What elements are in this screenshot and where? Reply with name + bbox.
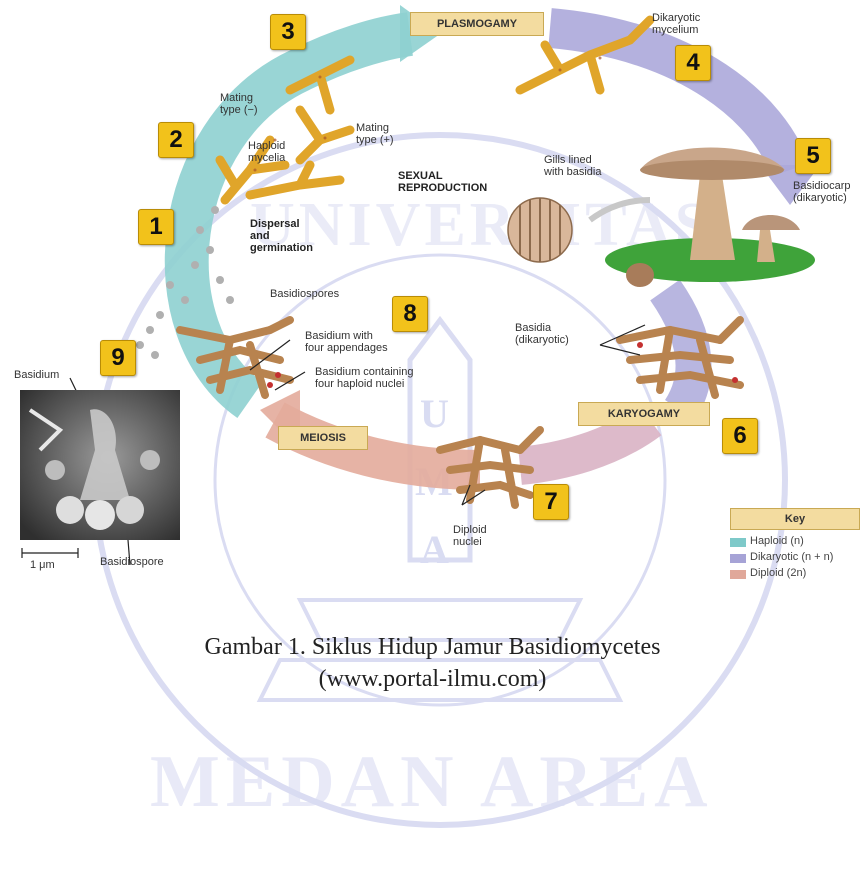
step-6-badge: 6: [722, 418, 758, 454]
step-3-badge: 3: [270, 14, 306, 50]
legend-swatch-dikaryotic: [730, 554, 746, 563]
step-4-badge: 4: [675, 45, 711, 81]
legend-swatch-haploid: [730, 538, 746, 547]
basidiospores-label: Basidiospores: [270, 288, 339, 300]
gills-cross-section: [508, 198, 572, 262]
basidium-appendages-label: Basidium with four appendages: [305, 330, 388, 354]
legend-label-diploid: Diploid (2n): [750, 567, 806, 579]
scale-label: 1 μm: [30, 559, 55, 571]
sexual-reproduction-label: SEXUAL REPRODUCTION: [398, 170, 487, 194]
karyogamy-label: KARYOGAMY: [578, 402, 710, 426]
meiosis-label: MEIOSIS: [278, 426, 368, 450]
basidium-nuclei-label: Basidium containing four haploid nuclei: [315, 366, 413, 390]
basidia-cluster-bottom: [440, 430, 540, 505]
step-2-badge: 2: [158, 122, 194, 158]
mating-type-minus-label: Mating type (−): [220, 92, 258, 116]
haploid-mycelium-plus: [250, 60, 350, 195]
plasmogamy-label: PLASMOGAMY: [410, 12, 544, 36]
legend-label-haploid: Haploid (n): [750, 535, 804, 547]
basidia-dikaryotic-label: Basidia (dikaryotic): [515, 322, 569, 346]
haploid-mycelia-label: Haploid mycelia: [248, 140, 285, 164]
basidiocarp-label: Basidiocarp (dikaryotic): [793, 180, 850, 204]
step-5-badge: 5: [795, 138, 831, 174]
basidiocarp-mushroom: [605, 148, 815, 288]
gills-label: Gills lined with basidia: [544, 154, 601, 178]
basidia-cluster-left: [180, 320, 290, 395]
figure-caption-line2: (www.portal-ilmu.com): [0, 664, 865, 694]
legend-title: Key: [730, 508, 860, 530]
dispersal-label: Dispersal and germination: [250, 218, 313, 254]
step-8-badge: 8: [392, 296, 428, 332]
legend-swatch-diploid: [730, 570, 746, 579]
basidium-micrograph: [20, 390, 180, 540]
diploid-nuclei-label: Diploid nuclei: [453, 524, 487, 548]
scale-bar: [20, 548, 90, 558]
basidiospore-label: Basidiospore: [100, 556, 164, 568]
legend-label-dikaryotic: Dikaryotic (n + n): [750, 551, 833, 563]
mating-type-plus-label: Mating type (+): [356, 122, 394, 146]
dikaryotic-mycelium-label: Dikaryotic mycelium: [652, 12, 700, 36]
basidia-cluster-right: [620, 320, 740, 395]
step-1-badge: 1: [138, 209, 174, 245]
figure-caption-line1: Gambar 1. Siklus Hidup Jamur Basidiomyce…: [0, 632, 865, 662]
basidium-label: Basidium: [14, 369, 59, 381]
step-7-badge: 7: [533, 484, 569, 520]
step-9-badge: 9: [100, 340, 136, 376]
legend: Key Haploid (n) Dikaryotic (n + n) Diplo…: [730, 508, 858, 598]
